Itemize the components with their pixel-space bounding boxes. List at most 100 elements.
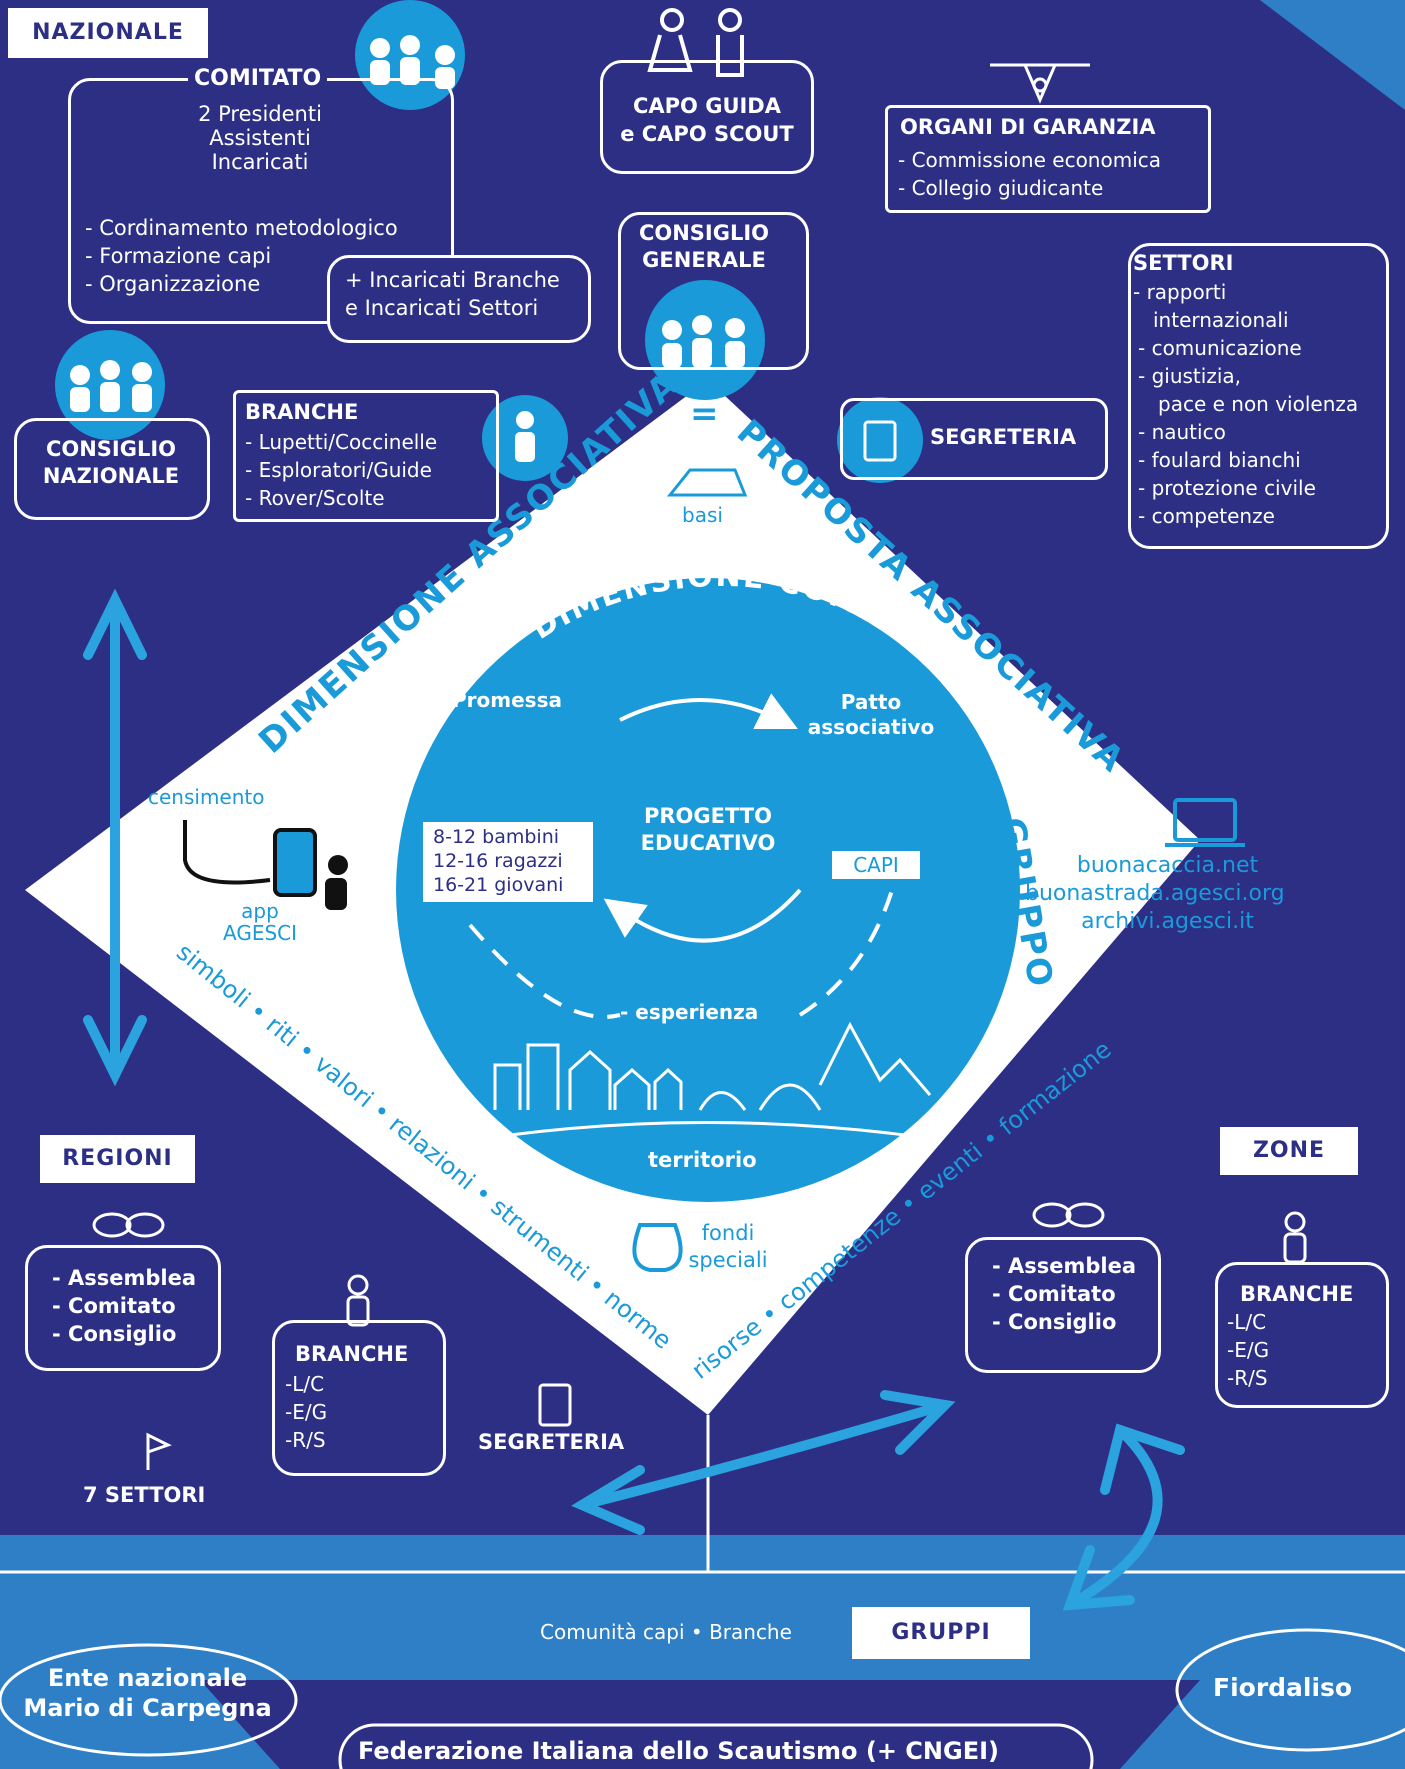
zone-branche: -L/C -E/G -R/S (1227, 1308, 1269, 1392)
money-bag-icon (632, 1223, 683, 1272)
regioni-branca: -L/C (285, 1372, 325, 1396)
gruppi-subtitle: Comunità capi • Branche (540, 1620, 792, 1644)
cycle-arrow-top (619, 693, 798, 729)
consiglio-generale-label: CONSIGLIO GENERALE (630, 220, 778, 274)
ente-line: Ente nazionale (47, 1664, 248, 1692)
cycle-arrow-bottom (603, 888, 802, 943)
document-icon-segreteria-regioni (538, 1383, 572, 1427)
zone-branca: -R/S (1227, 1366, 1268, 1390)
comitato-tasks: - Cordinamento metodologico - Formazione… (85, 214, 398, 298)
bottom-double-arrow (571, 1390, 956, 1535)
people-icon-capo-guida (647, 8, 744, 77)
consiglio-nazionale-line: NAZIONALE (42, 464, 180, 488)
comitato-extra-box (327, 255, 591, 343)
comitato-task: - Cordinamento metodologico (85, 216, 398, 240)
patto-label: Patto associativo (806, 690, 936, 740)
progetto-line: PROGETTO (644, 804, 772, 828)
organi-garanzia-items: - Commissione economica - Collegio giudi… (898, 146, 1161, 202)
consiglio-nazionale-label: CONSIGLIO NAZIONALE (22, 436, 200, 490)
app-agesci-line: app (241, 899, 279, 923)
branche-naz-item: - Lupetti/Coccinelle (245, 430, 438, 454)
progetto-line: EDUCATIVO (640, 831, 776, 855)
territorio-label: territorio (648, 1148, 757, 1172)
age-line: 16-21 giovani (433, 874, 564, 896)
comitato-extra-line: + Incaricati Branche (345, 268, 560, 292)
capo-guida-box (600, 60, 814, 174)
people-icon-consiglio-nazionale (55, 330, 165, 440)
comitato-task: - Formazione capi (85, 244, 272, 268)
ages-box: 8-12 bambini 12-16 ragazzi 16-21 giovani (423, 822, 593, 902)
settori-box (1128, 243, 1389, 549)
link-buonacaccia[interactable]: buonacaccia.net (1076, 853, 1259, 878)
regioni-settori-label: 7 SETTORI (83, 1483, 206, 1507)
organi-garanzia-item: - Collegio giudicante (898, 176, 1104, 200)
document-icon-segreteria-naz (837, 397, 923, 483)
censimento-label: censimento (148, 785, 265, 809)
consiglio-generale-box (618, 212, 809, 370)
progetto-educativo-label: PROGETTO EDUCATIVO (628, 803, 788, 857)
scout-icon-zone (1283, 1211, 1307, 1264)
zone-organo: - Assemblea (992, 1254, 1137, 1278)
zone-organo: - Comitato (992, 1282, 1116, 1306)
settori-item: - giustizia, (1138, 364, 1241, 388)
federazione-pill (338, 1723, 1094, 1769)
settori-item: - competenze (1138, 504, 1275, 528)
regioni-branche: -L/C -E/G -R/S (285, 1370, 327, 1454)
zone-branche-box (1215, 1262, 1389, 1408)
branche-naz-items: - Lupetti/Coccinelle - Esploratori/Guide… (245, 428, 437, 512)
segreteria-naz-box (840, 398, 1108, 480)
capo-guida-line: e CAPO SCOUT (620, 122, 794, 146)
consiglio-generale-line: CONSIGLIO (638, 221, 770, 245)
regioni-branche-box (272, 1320, 446, 1476)
cycle-dashed-arc (468, 879, 897, 1019)
people-icon-consiglio-generale (645, 280, 765, 400)
scout-icon-regioni (346, 1274, 370, 1327)
zone-organi-box (965, 1237, 1161, 1373)
scout-icon-branche-naz (482, 395, 568, 481)
regioni-organi: - Assemblea - Comitato - Consiglio (52, 1264, 196, 1348)
regioni-branca: -E/G (285, 1400, 328, 1424)
comitato-task: - Organizzazione (85, 272, 261, 296)
regioni-organi-box (25, 1245, 221, 1371)
phone-icon (183, 820, 317, 897)
regioni-organo: - Assemblea (52, 1266, 197, 1290)
right-curved-arrow (1062, 1423, 1185, 1611)
settori-item: - protezione civile (1138, 476, 1316, 500)
zone-branca: -E/G (1227, 1338, 1270, 1362)
settori-item: pace e non violenza (1158, 392, 1359, 416)
basi-label: basi (682, 503, 723, 527)
comitato-extra-line: e Incaricati Settori (345, 296, 539, 320)
patto-line: associativo (807, 715, 935, 739)
regioni-branche-title: BRANCHE (295, 1342, 409, 1366)
person-silhouette-icon (325, 855, 348, 910)
consiglio-nazionale-line: CONSIGLIO (45, 437, 177, 461)
segreteria-naz-label: SEGRETERIA (930, 425, 1077, 449)
federazione-label: Federazione Italiana dello Scautismo (+ … (358, 1737, 999, 1765)
ente-label: Ente nazionale Mario di Carpegna (10, 1663, 285, 1723)
tent-icon (666, 468, 748, 497)
eq-sign-top: = (690, 394, 719, 434)
link-archivi[interactable]: archivi.agesci.it (1081, 909, 1254, 934)
settori-item: internazionali (1153, 308, 1289, 332)
zone-organo: - Consiglio (992, 1310, 1117, 1334)
comitato-member: Assistenti (209, 126, 311, 150)
organi-garanzia-box (885, 105, 1211, 213)
consiglio-generale-line: GENERALE (642, 248, 766, 272)
laptop-icon (1165, 798, 1245, 847)
settori-title: SETTORI (1133, 251, 1234, 275)
link-buonastrada[interactable]: buonastrada.agesci.org (1025, 881, 1285, 906)
age-line: 8-12 bambini (433, 826, 560, 848)
regioni-organo: - Consiglio (52, 1322, 177, 1346)
comitato-member: Incaricati (211, 150, 309, 174)
consiglio-nazionale-box (14, 418, 210, 520)
comitato-member: 2 Presidenti (198, 102, 322, 126)
zone-organi: - Assemblea - Comitato - Consiglio (992, 1252, 1136, 1336)
fondi-line: fondi (701, 1221, 755, 1245)
regioni-branca: -R/S (285, 1428, 326, 1452)
branche-naz-item: - Rover/Scolte (245, 486, 385, 510)
comitato-extra: + Incaricati Branche e Incaricati Settor… (345, 266, 560, 322)
regioni-tag: REGIONI (40, 1135, 195, 1183)
branche-naz-box (233, 390, 499, 522)
speech-bubbles-icon-regioni (92, 1212, 165, 1238)
